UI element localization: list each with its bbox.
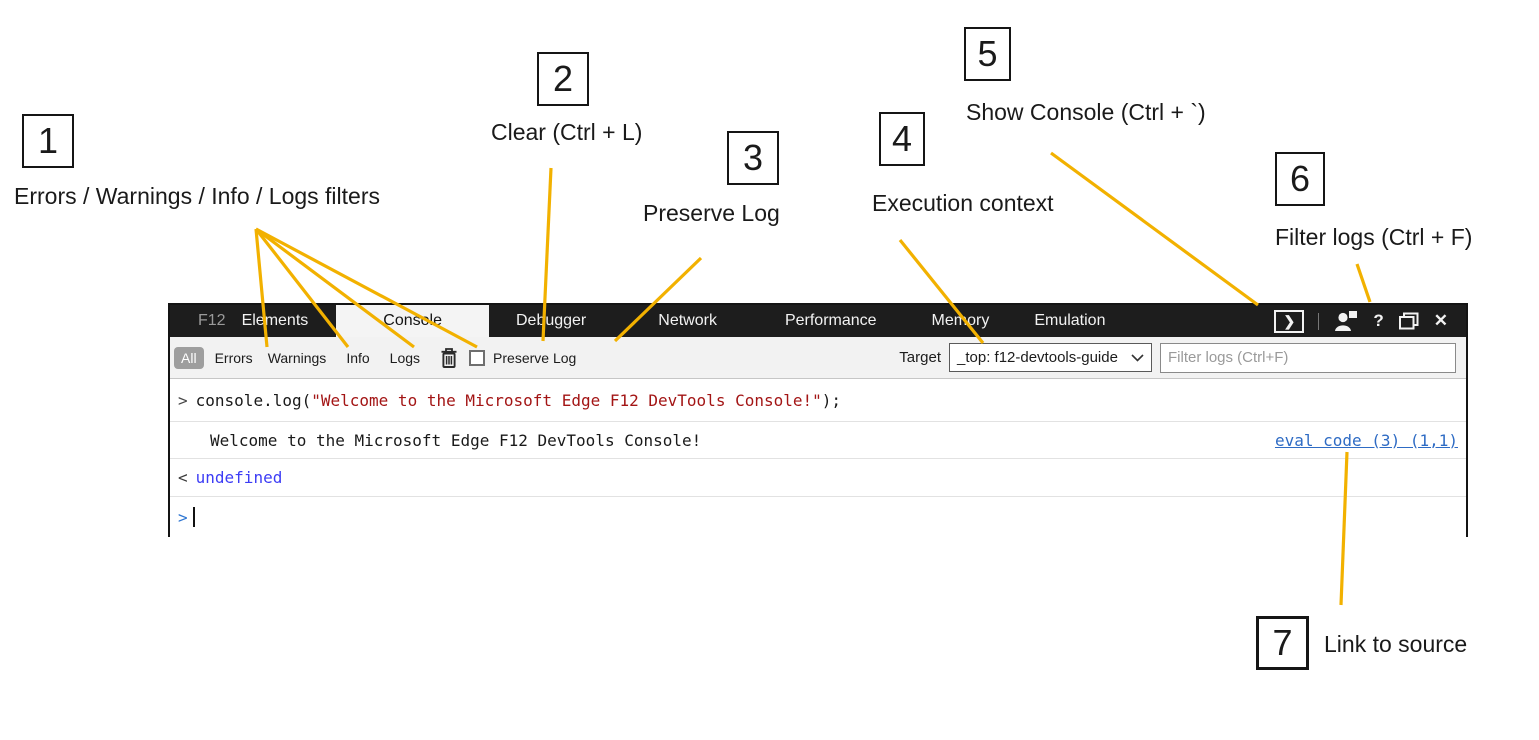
filter-logs-input[interactable] <box>1160 342 1456 373</box>
execution-context-dropdown[interactable]: _top: f12-devtools-guide <box>949 343 1152 372</box>
callout-box-7: 7 <box>1256 616 1309 670</box>
chevron-down-icon <box>1131 353 1144 362</box>
code-string-literal: "Welcome to the Microsoft Edge F12 DevTo… <box>311 390 822 410</box>
filter-all-button[interactable]: All <box>174 346 204 369</box>
callout-label-execution-context: Execution context <box>872 190 1054 216</box>
filter-warnings-button[interactable]: Warnings <box>267 349 327 366</box>
callout-label-clear: Clear (Ctrl + L) <box>491 119 643 145</box>
filter-info-button[interactable]: Info <box>346 349 370 366</box>
callout-box-5: 5 <box>964 27 1011 81</box>
result-value: undefined <box>195 468 283 487</box>
filter-logs-button[interactable]: Logs <box>389 349 421 366</box>
show-console-icon[interactable]: ❯ <box>1274 309 1305 333</box>
callout-label-preserve-log: Preserve Log <box>643 200 780 226</box>
target-label: Target <box>899 349 941 366</box>
callout-box-6: 6 <box>1275 152 1325 206</box>
callout-box-3: 3 <box>727 131 779 185</box>
callout-label-link-to-source: Link to source <box>1324 631 1468 657</box>
input-prompt: > <box>178 507 188 527</box>
callout-box-2: 2 <box>537 52 589 106</box>
devtools-window: F12 Elements Console Debugger Network Pe… <box>168 303 1468 537</box>
console-output-text: Welcome to the Microsoft Edge F12 DevToo… <box>210 430 702 450</box>
close-icon[interactable]: ✕ <box>1433 311 1448 330</box>
text-cursor <box>192 507 195 527</box>
tab-debugger[interactable]: Debugger <box>515 312 587 329</box>
console-result-row: < undefined <box>170 459 1466 497</box>
titlebar-divider <box>1318 312 1320 330</box>
help-icon[interactable]: ? <box>1373 311 1384 330</box>
callout-box-4: 4 <box>879 112 925 166</box>
console-input-line[interactable]: > <box>170 497 1466 537</box>
echo-prompt: > <box>178 390 188 410</box>
console-echo-row: > console.log("Welcome to the Microsoft E… <box>170 379 1466 422</box>
callout-box-1: 1 <box>22 114 74 168</box>
devtools-tab-bar: F12 Elements Console Debugger Network Pe… <box>170 305 1466 337</box>
tab-network[interactable]: Network <box>658 312 717 329</box>
filter-errors-button[interactable]: Errors <box>214 349 253 366</box>
code-close: ); <box>821 390 842 410</box>
tab-f12-menu[interactable]: F12 <box>198 312 226 329</box>
source-link[interactable]: eval code (3) (1,1) <box>1274 430 1458 450</box>
tab-elements[interactable]: Elements <box>241 312 309 329</box>
tab-performance[interactable]: Performance <box>784 312 877 329</box>
trash-icon <box>441 347 457 368</box>
feedback-person-icon[interactable] <box>1333 310 1359 332</box>
tab-emulation[interactable]: Emulation <box>1034 312 1106 329</box>
unpin-restore-icon[interactable] <box>1398 311 1420 331</box>
execution-context-value: _top: f12-devtools-guide <box>957 349 1118 366</box>
clear-console-button[interactable] <box>440 347 458 369</box>
titlebar-icon-group: ❯ ? ✕ <box>1274 305 1448 337</box>
console-output-row: Welcome to the Microsoft Edge F12 DevToo… <box>170 422 1466 459</box>
tab-console[interactable]: Console <box>336 305 489 337</box>
tab-memory[interactable]: Memory <box>931 312 990 329</box>
callout-label-filter-logs: Filter logs (Ctrl + F) <box>1275 224 1473 250</box>
preserve-log-checkbox[interactable] <box>469 349 486 366</box>
callout-label-filters: Errors / Warnings / Info / Logs filters <box>14 183 380 209</box>
callout-line-show-console <box>1050 151 1259 307</box>
callout-label-show-console: Show Console (Ctrl + `) <box>966 99 1206 125</box>
console-toolbar: All Errors Warnings Info Logs Preserve L… <box>170 337 1466 379</box>
preserve-log-label: Preserve Log <box>493 349 577 366</box>
code-function: console.log( <box>195 390 312 410</box>
result-prompt: < <box>178 468 188 487</box>
callout-line-filter-logs <box>1355 263 1372 303</box>
console-log-area: > console.log("Welcome to the Microsoft E… <box>170 379 1466 537</box>
